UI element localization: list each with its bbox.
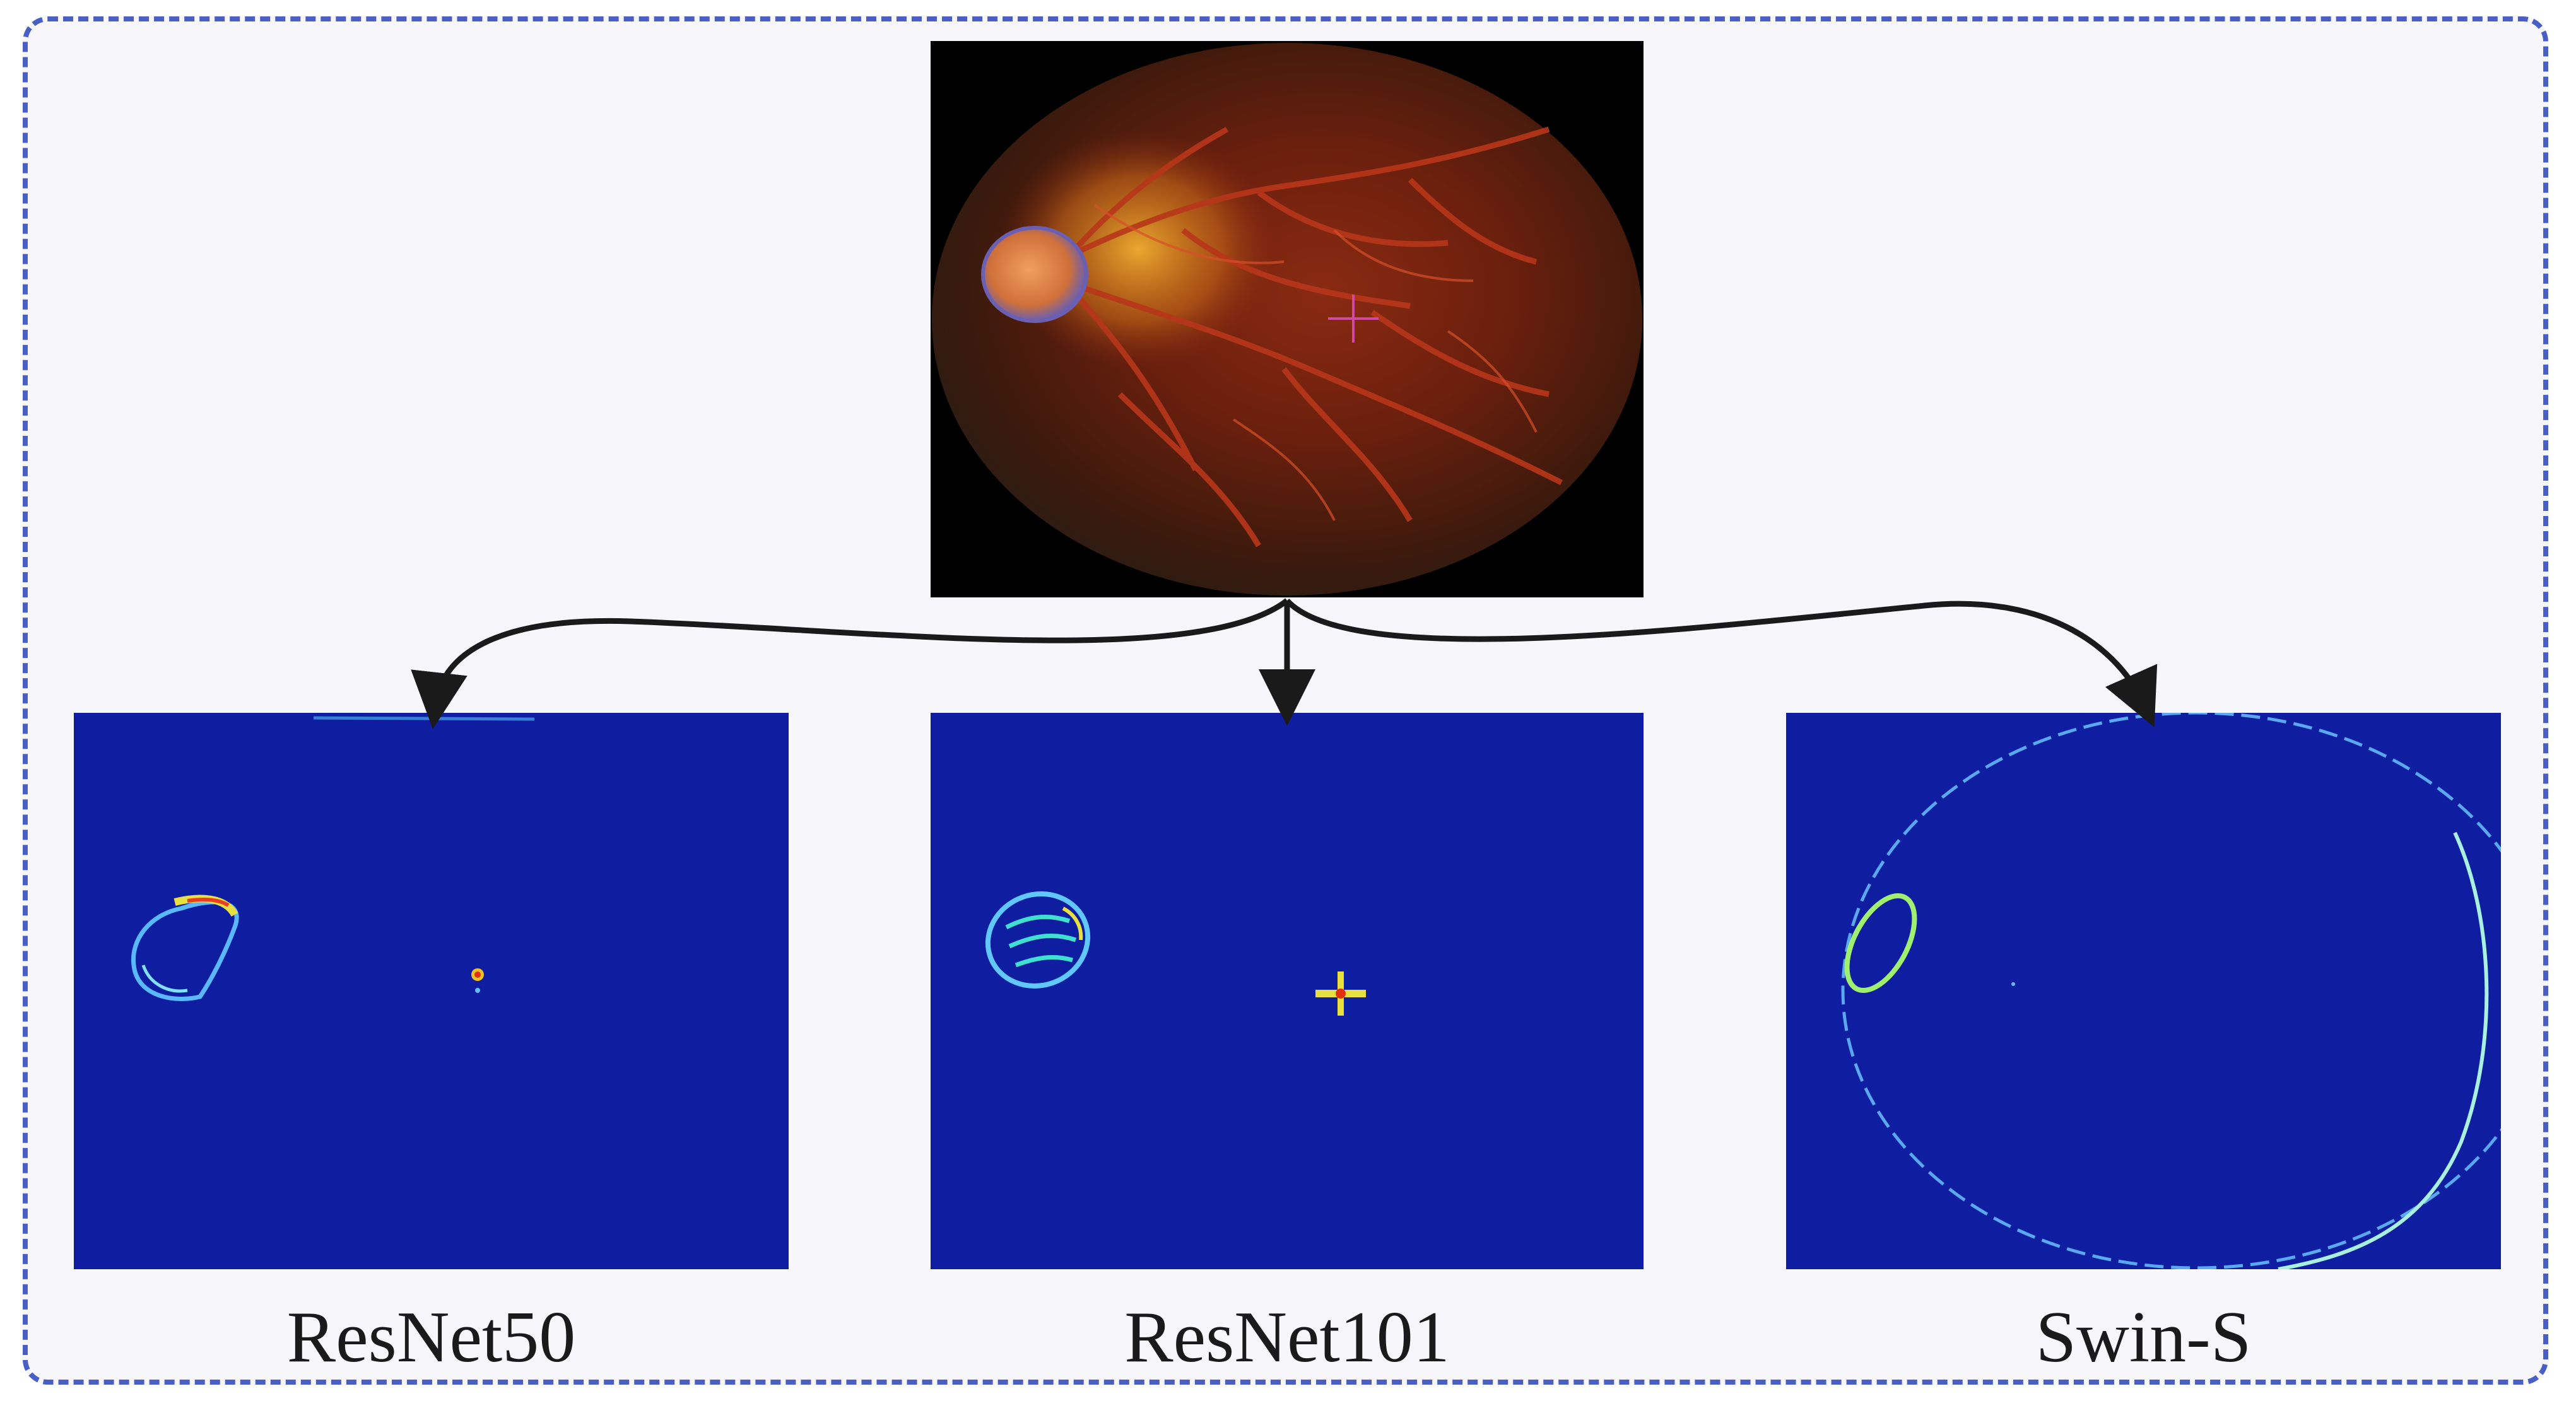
boundary-activation bbox=[1841, 713, 2501, 1269]
fovea-activation bbox=[1315, 971, 1366, 1016]
fovea-activation bbox=[471, 968, 484, 993]
vessel-network bbox=[1042, 126, 1563, 548]
disc-activation bbox=[1844, 893, 1917, 994]
heatmap-graphic bbox=[74, 713, 789, 1269]
heatmap-resnet50 bbox=[74, 713, 789, 1269]
heatmap-swin-s bbox=[1786, 713, 2501, 1269]
caption-resnet50: ResNet50 bbox=[286, 1297, 576, 1378]
caption-resnet101: ResNet101 bbox=[1124, 1297, 1450, 1378]
heatmap-resnet101 bbox=[931, 713, 1644, 1269]
heatmap-graphic bbox=[1786, 713, 2501, 1269]
fundus-graphic bbox=[931, 41, 1644, 597]
heatmap-graphic bbox=[931, 713, 1644, 1269]
disc-activation bbox=[985, 891, 1091, 989]
fovea-crosshair bbox=[1328, 295, 1379, 343]
optic-disc bbox=[981, 226, 1088, 323]
fundus-image bbox=[931, 41, 1644, 597]
caption-swin-s: Swin-S bbox=[2035, 1297, 2252, 1378]
